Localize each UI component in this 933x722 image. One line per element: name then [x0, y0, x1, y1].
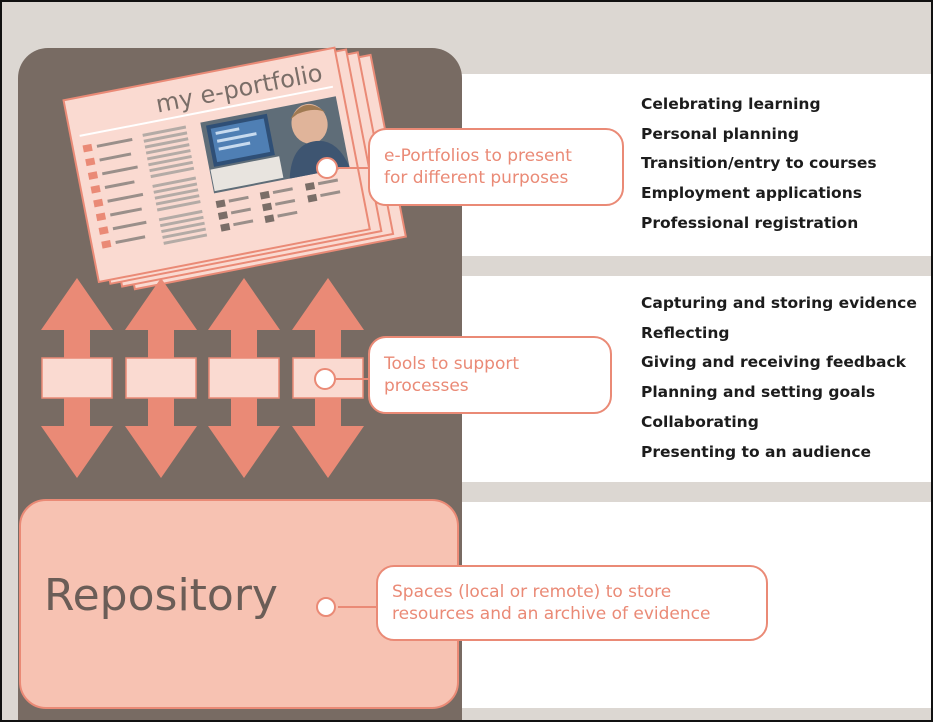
purposes-callout-line: for different purposes [384, 168, 569, 188]
connector-dot-repository [316, 597, 336, 617]
tools-list: Capturing and storing evidence Reflectin… [641, 289, 917, 467]
repository-label: Repository [44, 570, 278, 621]
purpose-item: Personal planning [641, 124, 799, 143]
portfolio-menu-lines [96, 137, 147, 244]
tool-item: Capturing and storing evidence [641, 294, 917, 312]
portfolio-text-block [142, 125, 208, 245]
repository-callout-line: resources and an archive of evidence [392, 604, 711, 624]
portfolio-bullets [82, 143, 112, 249]
tools-callout-line: processes [384, 376, 469, 396]
connector-dot-purposes [316, 157, 338, 179]
portfolio-front-page: my e-portfolio [62, 46, 371, 284]
tools-callout: Tools to support processes [368, 336, 612, 414]
purpose-item: Employment applications [641, 184, 862, 203]
connector-dot-tools [314, 368, 336, 390]
portfolio-thumbnails [215, 178, 341, 232]
purposes-callout-line: e-Portfolios to present [384, 146, 572, 166]
purpose-item: Celebrating learning [641, 95, 821, 113]
process-tool-box [125, 357, 197, 399]
tool-item: Reflecting [641, 323, 730, 342]
tools-callout-line: Tools to support [384, 354, 520, 374]
tool-item: Collaborating [641, 412, 759, 431]
purpose-item: Transition/entry to courses [641, 154, 877, 173]
process-arrows [41, 278, 364, 478]
repository-callout-line: Spaces (local or remote) to store [392, 582, 672, 602]
repository-callout: Spaces (local or remote) to store resour… [376, 565, 768, 641]
connector-dots [314, 157, 338, 617]
purpose-item: Professional registration [641, 213, 859, 232]
tool-item: Planning and setting goals [641, 383, 876, 402]
photo-student-at-computer [200, 96, 350, 194]
purposes-list: Celebrating learning Personal planning T… [641, 90, 877, 239]
purposes-callout: e-Portfolios to present for different pu… [368, 128, 624, 206]
connectors [336, 167, 376, 608]
process-tool-box [208, 357, 280, 399]
process-tool-box [41, 357, 113, 399]
tool-item: Giving and receiving feedback [641, 353, 906, 372]
tool-item: Presenting to an audience [641, 442, 872, 461]
